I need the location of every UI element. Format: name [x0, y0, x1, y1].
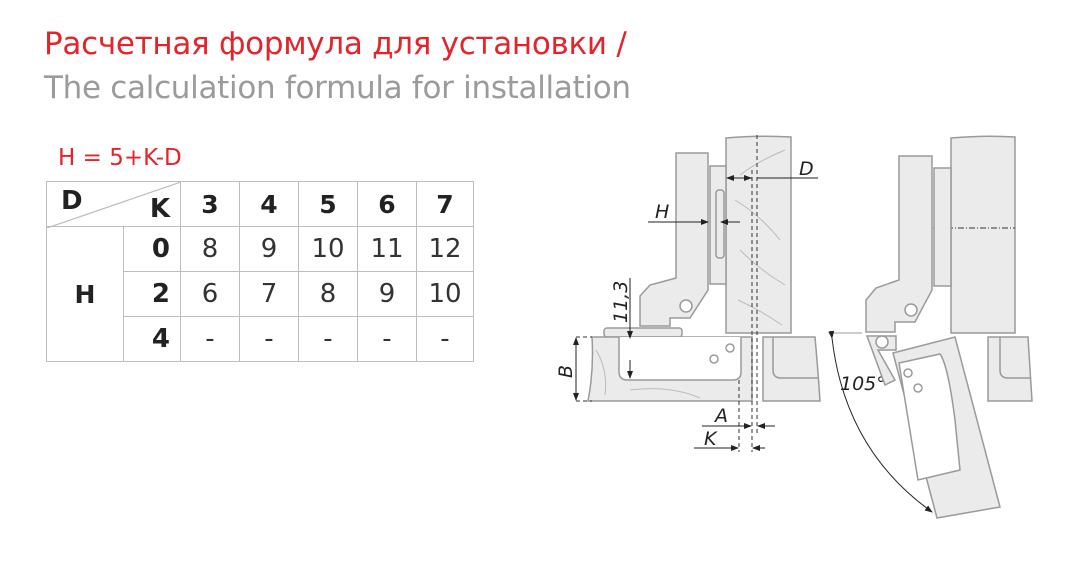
closed-hinge-view	[587, 135, 821, 402]
hinge-table: D K 3 4 5 6 7 H 0 8 9 10 11 12 2 6 7 8 9…	[46, 181, 474, 362]
hinge-arm-open	[865, 155, 933, 333]
title-russian: Расчетная формула для установки /	[44, 26, 627, 62]
table-row: 4 - - - - -	[47, 316, 474, 362]
plate-slot	[715, 189, 725, 259]
table-cell: -	[180, 316, 240, 362]
label-angle: 105°	[840, 373, 886, 395]
cup-cutout	[618, 337, 742, 381]
column-header: 7	[416, 181, 474, 227]
corner-d-label: D	[61, 186, 83, 216]
title-english: The calculation formula for installation	[44, 70, 631, 106]
table-cell: -	[298, 316, 358, 362]
label-11-3: 11,3	[610, 281, 632, 323]
table-cell: 7	[239, 271, 299, 317]
table-cell: 12	[416, 226, 474, 272]
label-d: D	[799, 158, 814, 180]
label-a: A	[713, 405, 728, 427]
table-cell: 8	[298, 271, 358, 317]
label-k: K	[704, 428, 718, 450]
door-panel	[725, 135, 792, 334]
dimension-lines	[573, 175, 933, 513]
table-cell: -	[416, 316, 474, 362]
formula: H = 5+K-D	[58, 145, 182, 171]
row-k-label: 0	[123, 226, 181, 272]
row-group-h-label: H	[46, 226, 124, 362]
label-b: B	[555, 365, 577, 378]
door-panel-open-view	[950, 135, 1016, 334]
table-cell: 9	[239, 226, 299, 272]
table-header-row: D K 3 4 5 6 7	[46, 181, 474, 228]
table-cell: 10	[416, 271, 474, 317]
base-plate	[603, 327, 683, 338]
open-hinge-view	[865, 135, 1033, 519]
row-k-label: 2	[123, 271, 181, 317]
hinge-arm	[639, 152, 709, 327]
mounting-plate	[933, 167, 952, 287]
hinge-link	[865, 335, 897, 387]
table-row: H 0 8 9 10 11 12	[46, 226, 474, 362]
label-h: H	[655, 201, 669, 223]
table-corner-cell: D K	[46, 181, 181, 228]
hinge-pivot	[679, 299, 693, 313]
diagonal-divider	[47, 182, 181, 228]
table-row: 2 6 7 8 9 10	[47, 271, 474, 317]
corner-k-label: K	[149, 194, 170, 224]
table-cell: 11	[357, 226, 417, 272]
table-cell: 9	[357, 271, 417, 317]
column-header: 6	[357, 181, 417, 227]
